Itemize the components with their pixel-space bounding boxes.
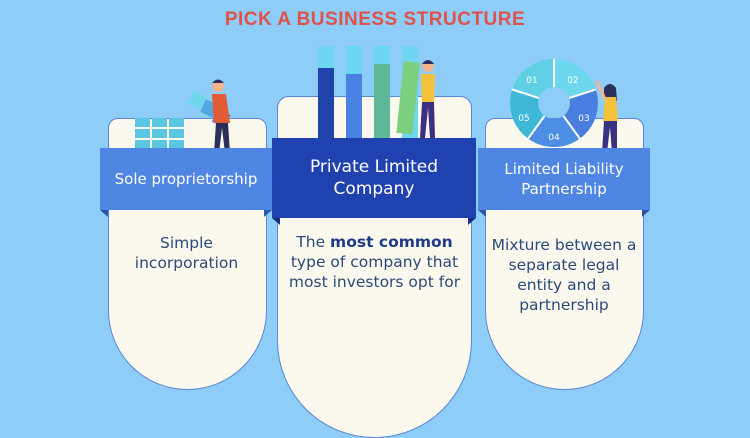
band-fold-left	[478, 210, 486, 217]
heading-sole-proprietorship: Sole proprietorship	[100, 148, 272, 217]
heading-line-1: Private Limited	[309, 157, 439, 177]
band-fold-left	[272, 218, 280, 225]
description-sole-proprietorship: Simple incorporation	[134, 234, 239, 272]
page-title: PICK A BUSINESS STRUCTURE	[224, 9, 526, 30]
heading-line-2: Partnership	[521, 180, 607, 198]
wheel-label-04: 04	[548, 133, 560, 143]
heading-text: Sole proprietorship	[114, 170, 258, 188]
wheel-label-02: 02	[567, 76, 578, 86]
heading-private-limited-company: Private Limited Company	[272, 138, 476, 225]
description-private-limited-company: The most common type of company that mos…	[282, 232, 467, 292]
bar-chart-illustration	[318, 46, 435, 138]
wheel-label-03: 03	[578, 114, 589, 124]
desc-prefix: The	[296, 233, 331, 251]
heading-line-2: Company	[333, 179, 415, 199]
desc-suffix: type of company that most investors opt …	[288, 253, 461, 291]
wheel-label-05: 05	[518, 114, 529, 124]
heading-llp: Limited Liability Partnership	[478, 148, 650, 217]
sole-proprietor-illustration	[135, 79, 231, 153]
band-fold-left	[100, 210, 108, 217]
description-llp: Mixture between a separate legal entity …	[491, 236, 637, 314]
wheel-label-01: 01	[526, 76, 537, 86]
process-wheel-illustration: 01 02 03 04 05	[510, 59, 618, 153]
heading-line-1: Limited Liability	[504, 160, 624, 178]
band-fold-right	[264, 210, 272, 217]
desc-emphasis: most common	[330, 233, 453, 251]
band-fold-right	[642, 210, 650, 217]
band-fold-right	[468, 218, 476, 225]
